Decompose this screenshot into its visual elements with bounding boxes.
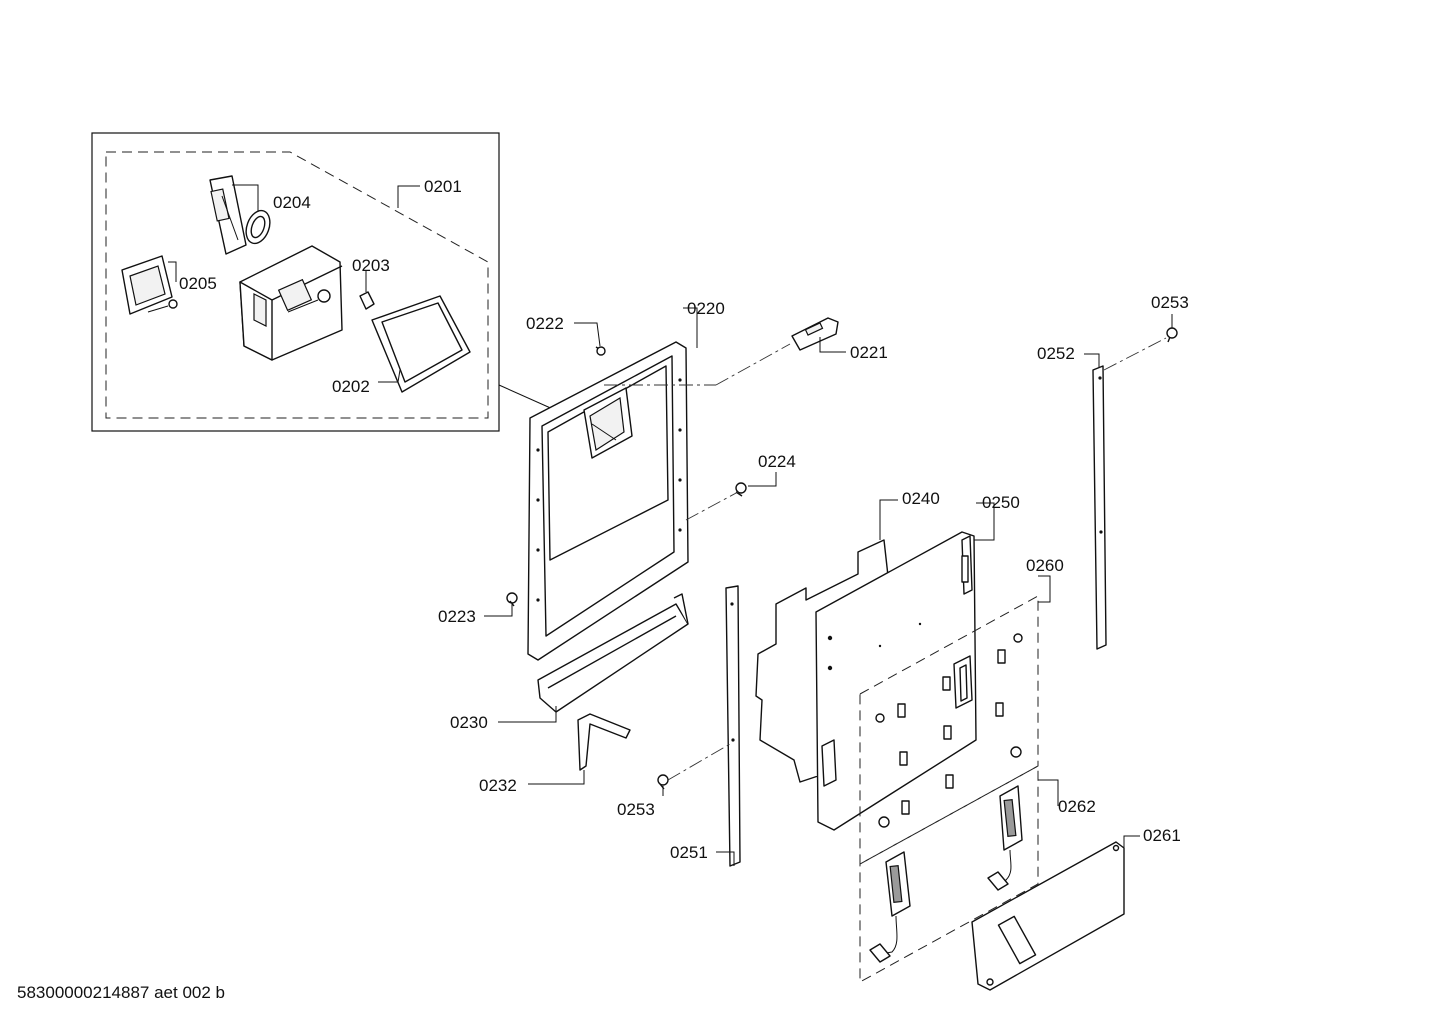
part-0221-latch [791,317,839,351]
callout-0224: 0224 [758,452,796,471]
part-0222-screw [595,346,606,356]
part-0251-strip [725,585,741,867]
callout-0261: 0261 [1143,826,1181,845]
callout-0205: 0205 [179,274,217,293]
callout-leaders [168,184,1173,866]
callout-0251: 0251 [670,843,708,862]
part-0261-board [971,841,1125,991]
part-0250-outer-panel [815,531,977,831]
part-dispenser-body [239,245,343,361]
part-0230-rail [537,593,689,713]
assembly-0260-outline [859,595,1039,865]
callout-0262: 0262 [1058,797,1096,816]
callout-0223: 0223 [438,607,476,626]
callout-0253-lower: 0253 [617,800,655,819]
callout-0222: 0222 [526,314,564,333]
part-0232-bracket [577,713,631,771]
part-0205-cover [121,255,178,315]
callout-0232: 0232 [479,776,517,795]
part-0204-lever [209,175,247,255]
detail-inset [91,132,500,432]
part-0204-ring [245,209,271,245]
inset-connector [498,384,556,411]
part-0223-screw [506,592,518,607]
part-0253-screw-upper [1166,327,1178,343]
assembly-0262-outline [859,765,1039,983]
callout-0221: 0221 [850,343,888,362]
switch-module-left [869,851,911,963]
callout-0220: 0220 [687,299,725,318]
callout-0252: 0252 [1037,344,1075,363]
callout-0203: 0203 [352,256,390,275]
part-0203-clip [359,291,375,310]
part-0253-screw-lower [657,774,669,790]
part-0224-screw [735,482,747,497]
assembly-0262 [859,765,1039,983]
part-0202-seal [371,295,471,393]
assembly-0260 [859,595,1039,865]
callout-0240: 0240 [902,489,940,508]
inset-frame [91,132,500,432]
callout-labels: 0201 0204 0205 0203 0202 0220 0222 0221 … [179,177,1189,862]
callout-0250: 0250 [982,493,1020,512]
part-0220-door-panel [527,341,689,661]
callout-0201: 0201 [424,177,462,196]
callout-0253-upper: 0253 [1151,293,1189,312]
callout-0230: 0230 [450,713,488,732]
assembly-0201-outline [105,151,489,419]
switch-module-right [987,785,1023,891]
callout-0202: 0202 [332,377,370,396]
callout-0204: 0204 [273,193,311,212]
assembly-lines [604,337,1167,781]
document-id: 58300000214887 aet 002 b [17,983,225,1002]
callout-0260: 0260 [1026,556,1064,575]
part-0252-strip [1092,365,1107,650]
